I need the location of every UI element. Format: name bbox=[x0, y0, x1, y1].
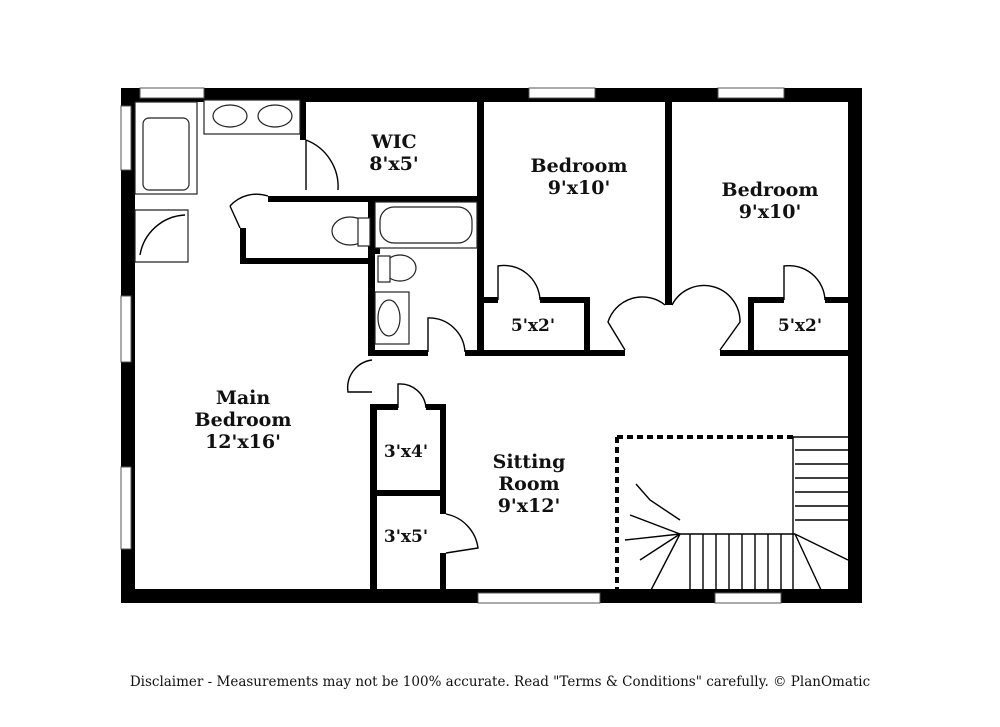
wic-name: WIC bbox=[370, 131, 416, 153]
main-bedroom-name-1: Main bbox=[216, 387, 271, 409]
wic-size: 8'x5' bbox=[369, 153, 418, 175]
bedroom-right-size: 9'x10' bbox=[739, 201, 802, 223]
doors bbox=[229, 139, 826, 554]
closet-right-size: 5'x2' bbox=[778, 316, 822, 336]
bedroom-mid-name: Bedroom bbox=[531, 155, 628, 177]
sitting-room-name-1: Sitting bbox=[493, 451, 566, 473]
sitting-room-name-2: Room bbox=[498, 473, 559, 495]
disclaimer-text: Disclaimer - Measurements may not be 100… bbox=[129, 674, 871, 690]
main-bedroom-size: 12'x16' bbox=[205, 431, 281, 453]
main-bedroom-name-2: Bedroom bbox=[195, 409, 292, 431]
closet-3x5-size: 3'x5' bbox=[384, 527, 428, 547]
room-labels: WIC 8'x5' Bedroom 9'x10' Bedroom 9'x10' … bbox=[195, 131, 823, 547]
bedroom-right-name: Bedroom bbox=[722, 179, 819, 201]
interior-walls bbox=[240, 100, 850, 594]
closet-mid-size: 5'x2' bbox=[511, 316, 555, 336]
bedroom-mid-size: 9'x10' bbox=[548, 177, 611, 199]
staircase bbox=[615, 435, 849, 593]
sitting-room-size: 9'x12' bbox=[498, 495, 561, 517]
bathroom-fixtures bbox=[134, 99, 478, 345]
windows bbox=[120, 87, 785, 604]
closet-3x4-size: 3'x4' bbox=[384, 442, 428, 462]
